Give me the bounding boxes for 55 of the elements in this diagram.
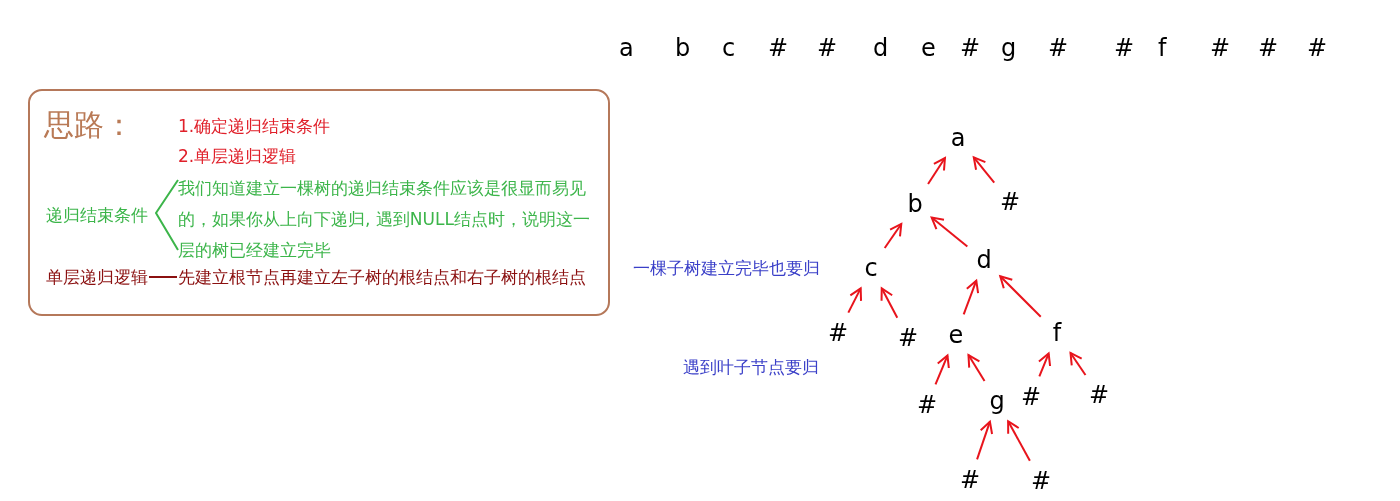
arrow	[972, 156, 996, 184]
sequence-symbol: #	[817, 33, 838, 63]
note-text: 遇到叶子节点要归	[683, 356, 819, 379]
arrow	[880, 287, 899, 319]
tree-node-label: d	[972, 245, 996, 275]
sequence-symbol: #	[960, 33, 981, 63]
tree-node-label: #	[1019, 382, 1043, 412]
tree-node-label: #	[826, 318, 850, 348]
note-text: 单层递归逻辑	[46, 265, 148, 289]
tree-node-label: #	[896, 323, 920, 353]
sequence-symbol: g	[1001, 33, 1017, 63]
sequence-symbol: b	[675, 33, 691, 63]
tree-node-label: a	[946, 123, 970, 153]
sequence-symbol: #	[1258, 33, 1279, 63]
card-heading: 思路：	[44, 106, 134, 144]
paragraph-text: 我们知道建立一棵树的递归结束条件应该是很显而易见的，如果你从上向下递归, 遇到NULL结点时，说明这一层的树已经建立完毕	[178, 173, 590, 266]
arrow	[934, 354, 950, 386]
sequence-symbol: #	[1114, 33, 1135, 63]
sequence-symbol: e	[921, 33, 936, 63]
sequence-symbol: #	[1048, 33, 1069, 63]
arrow	[847, 287, 863, 314]
tree-node-label: c	[859, 253, 883, 283]
tree-node-label: #	[998, 187, 1022, 217]
sequence-symbol: #	[768, 33, 789, 63]
note-text: 1.确定递归结束条件	[178, 114, 331, 138]
note-text: 2.单层递归逻辑	[178, 144, 297, 168]
sequence-symbol: #	[1307, 33, 1328, 63]
arrow	[930, 216, 969, 248]
arrow	[1069, 351, 1087, 377]
tree-node-label: f	[1045, 318, 1069, 348]
note-text: 先建立根节点再建立左子树的根结点和右子树的根结点	[178, 265, 586, 289]
tree-node-label: #	[1087, 380, 1111, 410]
tree-node-label: #	[958, 465, 982, 495]
sequence-symbol: f	[1158, 33, 1167, 63]
note-text: 一棵子树建立完毕也要归	[633, 257, 820, 280]
tree-node-label: #	[915, 390, 939, 420]
sequence-symbol: a	[619, 33, 634, 63]
sequence-symbol: d	[873, 33, 889, 63]
sequence-symbol: #	[1210, 33, 1231, 63]
sequence-symbol: c	[722, 33, 736, 63]
tree-node-label: e	[944, 320, 968, 350]
arrow	[967, 354, 986, 382]
tree-node-label: #	[1029, 466, 1053, 496]
idea-card	[28, 89, 610, 316]
arrow	[927, 157, 946, 185]
arrow	[976, 420, 994, 461]
arrow	[1037, 352, 1052, 378]
tree-node-label: b	[903, 189, 927, 219]
note-text: 递归结束条件	[46, 203, 148, 227]
arrow	[999, 275, 1042, 318]
arrow	[962, 279, 980, 316]
arrow	[883, 222, 903, 250]
tree-node-label: g	[985, 386, 1009, 416]
connector-line	[148, 276, 178, 278]
arrow	[1007, 420, 1031, 462]
